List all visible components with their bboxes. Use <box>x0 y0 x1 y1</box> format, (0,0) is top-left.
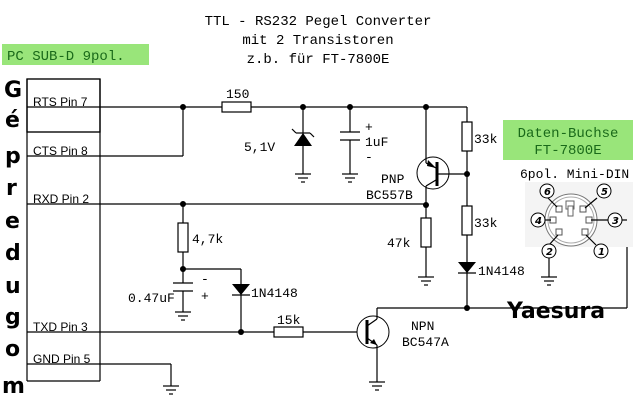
radio-connector-label-bg <box>503 120 633 160</box>
pin-label-rxd: RXD Pin 2 <box>33 192 89 206</box>
resistor-33k-bottom <box>461 205 473 236</box>
pin-label-txd: TXD Pin 3 <box>33 320 88 334</box>
resistor-47k-label: 47k <box>387 236 411 251</box>
pnp-type-label: PNP <box>381 172 405 187</box>
vertical-letter: d <box>5 241 21 266</box>
resistor-15k <box>273 326 304 338</box>
din-pin-2: 2 <box>546 247 553 258</box>
cap-047-plus: + <box>201 289 209 304</box>
din-pin-5: 5 <box>601 187 608 198</box>
pc-connector-label: PC SUB-D 9pol. <box>7 49 125 65</box>
din-pin-3: 3 <box>612 216 619 227</box>
mini-din-type-label: 6pol. Mini-DIN <box>520 167 629 182</box>
title-line-1: TTL - RS232 Pegel Converter <box>205 14 432 30</box>
npn-type-label: NPN <box>411 319 434 334</box>
diode-right-label: 1N4148 <box>478 264 525 279</box>
rts-net: 150 <box>100 87 467 157</box>
cap-1uf-minus: - <box>365 150 373 165</box>
pin-label-cts: CTS Pin 8 <box>33 144 88 158</box>
vertical-letter: é <box>5 108 20 133</box>
cap-1uf-plus: + <box>365 120 373 135</box>
vertical-letter: r <box>6 176 17 201</box>
vertical-letter: e <box>5 209 20 234</box>
mini-din-connector: 6 5 4 3 2 1 <box>525 182 633 286</box>
cap-047-minus: - <box>201 272 209 287</box>
vertical-letter: o <box>5 337 20 362</box>
zener-label: 5,1V <box>244 140 275 155</box>
resistor-4k7 <box>177 222 189 253</box>
pc-connector-label-bg <box>2 44 149 65</box>
rxd-net <box>100 201 426 332</box>
resistor-33k-bottom-label: 33k <box>474 216 498 231</box>
signature: Yaesura <box>506 299 605 324</box>
vertical-name: G é p r e d u g o m <box>2 78 25 399</box>
pnp-stage <box>416 107 476 311</box>
cap-047-label: 0.47uF <box>128 291 175 306</box>
pin-label-rts: RTS Pin 7 <box>33 95 88 109</box>
pin-label-gnd: GND Pin 5 <box>33 352 91 366</box>
pnp-model-label: BC557B <box>366 188 413 203</box>
resistor-47k <box>420 217 432 248</box>
vertical-letter: g <box>5 305 21 330</box>
resistor-150 <box>221 101 252 113</box>
resistor-33k-top-label: 33k <box>474 132 498 147</box>
din-pin-4: 4 <box>534 216 542 227</box>
vertical-letter: m <box>2 374 25 399</box>
resistor-33k-top <box>461 121 473 152</box>
cap-1uf-label: 1uF <box>365 135 388 150</box>
vertical-letter: G <box>4 78 22 103</box>
resistor-150-label: 150 <box>226 87 249 102</box>
radio-label-line-2: FT-7800E <box>534 143 601 159</box>
zener-diode <box>291 107 315 183</box>
capacitor-1uf <box>340 107 360 183</box>
gnd-net <box>100 363 179 395</box>
vertical-letter: u <box>5 274 21 299</box>
radio-label-line-1: Daten-Buchse <box>518 126 619 142</box>
resistor-4k7-label: 4,7k <box>192 232 223 247</box>
title-line-3: z.b. für FT-7800E <box>247 52 390 68</box>
din-pin-6: 6 <box>544 187 551 198</box>
vertical-letter: p <box>5 144 21 169</box>
npn-model-label: BC547A <box>402 335 449 350</box>
title-line-2: mit 2 Transistoren <box>242 33 393 49</box>
resistor-15k-label: 15k <box>277 313 301 328</box>
din-pin-1: 1 <box>598 247 605 258</box>
diode-left-label: 1N4148 <box>251 286 298 301</box>
